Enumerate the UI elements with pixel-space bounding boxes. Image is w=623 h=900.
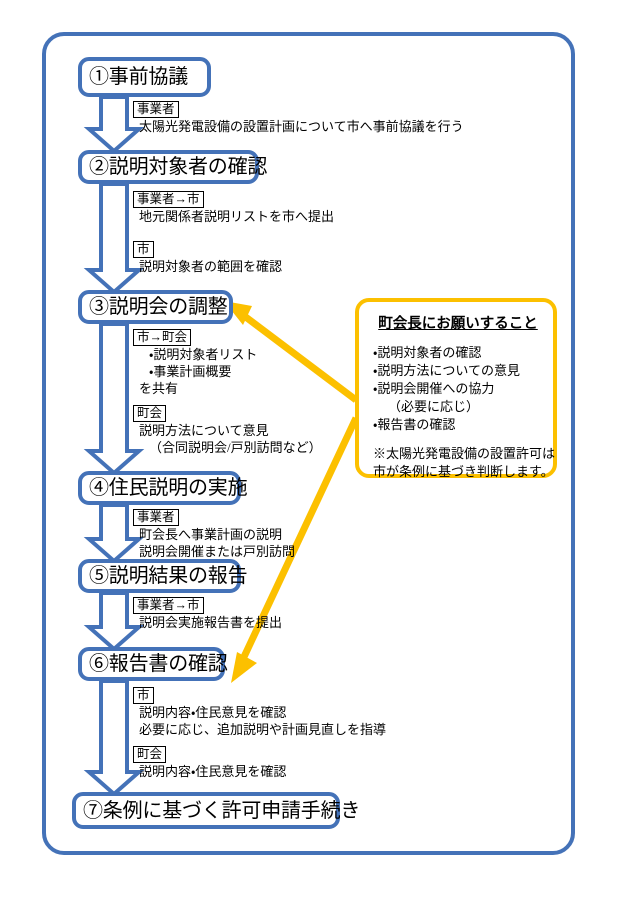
step-label-6: ⑥報告書の確認: [89, 653, 228, 675]
annotation-4-line-2: 説明会開催または戸別訪問: [139, 544, 296, 559]
step-box-1[interactable]: ①事前協議: [78, 57, 211, 97]
annotation-2a-actor: 事業者→市: [133, 191, 204, 208]
note-box-item-4: （必要に応じ）: [388, 399, 480, 414]
note-box-footer-line-1: ※太陽光発電設備の設置許可は: [373, 446, 556, 461]
annotation-3b-line-2: （合同説明会/戸別訪問など）: [149, 440, 322, 455]
note-box-chairman-requests: 町会長にお願いすること ・説明対象者の確認 ・説明方法についての意見 ・説明会開…: [355, 298, 557, 479]
annotation-6b-line-1: 説明内容・住民意見を確認: [139, 764, 287, 779]
annotation-1-actor: 事業者: [133, 101, 179, 118]
annotation-6b: 町会 説明内容・住民意見を確認: [133, 745, 286, 780]
step-label-7: ⑦条例に基づく許可申請手続き: [83, 799, 361, 822]
note-box-title: 町会長にお願いすること: [378, 316, 538, 332]
step-box-6[interactable]: ⑥報告書の確認: [78, 647, 228, 681]
annotation-1: 事業者 太陽光発電設備の設置計画について市へ事前協議を行う: [133, 100, 464, 135]
annotation-2a: 事業者→市 地元関係者説明リストを市へ提出: [133, 190, 334, 225]
annotation-5-line-1: 説明会実施報告書を提出: [139, 615, 283, 630]
step-label-4: ④住民説明の実施: [89, 477, 248, 499]
step-box-5[interactable]: ⑤説明結果の報告: [78, 559, 248, 593]
step-label-2: ②説明対象者の確認: [89, 156, 268, 178]
annotation-4: 事業者 町会長へ事業計画の説明 説明会開催または戸別訪問: [133, 508, 295, 560]
annotation-2b: 市 説明対象者の範囲を確認: [133, 240, 282, 275]
annotation-5-actor: 事業者→市: [133, 597, 204, 614]
annotation-4-line-1: 町会長へ事業計画の説明: [139, 527, 283, 542]
step-box-2[interactable]: ②説明対象者の確認: [78, 150, 267, 184]
annotation-3b-actor: 町会: [133, 405, 167, 422]
step-box-3[interactable]: ③説明会の調整: [78, 290, 233, 324]
outer-frame: [42, 32, 575, 855]
annotation-4-actor: 事業者: [133, 509, 179, 526]
step-box-4[interactable]: ④住民説明の実施: [78, 471, 248, 505]
note-box-item-2: ・説明方法についての意見: [373, 363, 521, 378]
annotation-3b-line-1: 説明方法について意見: [139, 423, 269, 438]
note-box-item-1: ・説明対象者の確認: [373, 345, 482, 360]
note-box-footer-line-2: 市が条例に基づき判断します。: [373, 464, 554, 479]
annotation-6a-line-1: 説明内容・住民意見を確認: [139, 705, 287, 720]
step-label-3: ③説明会の調整: [89, 296, 228, 318]
annotation-6a-line-2: 必要に応じ、追加説明や計画見直しを指導: [139, 722, 387, 737]
annotation-3a-line-2: ・事業計画概要: [149, 364, 232, 379]
annotation-6a: 市 説明内容・住民意見を確認 必要に応じ、追加説明や計画見直しを指導: [133, 686, 386, 738]
annotation-2b-actor: 市: [133, 241, 154, 258]
annotation-3a-line-3: を共有: [139, 381, 179, 396]
annotation-3a: 市→町会 ・説明対象者リスト ・事業計画概要 を共有: [133, 328, 257, 397]
step-box-7[interactable]: ⑦条例に基づく許可申請手続き: [72, 792, 360, 829]
annotation-6a-actor: 市: [133, 687, 154, 704]
step-label-5: ⑤説明結果の報告: [89, 565, 248, 587]
annotation-5: 事業者→市 説明会実施報告書を提出: [133, 596, 282, 631]
annotation-3b: 町会 説明方法について意見 （合同説明会/戸別訪問など）: [133, 404, 322, 456]
note-box-item-3: ・説明会開催への協力: [373, 381, 495, 396]
note-box-item-5: ・報告書の確認: [373, 417, 456, 432]
annotation-2b-line-1: 説明対象者の範囲を確認: [139, 259, 283, 274]
step-label-1: ①事前協議: [89, 66, 188, 88]
annotation-3a-line-1: ・説明対象者リスト: [149, 347, 258, 362]
annotation-2a-line-1: 地元関係者説明リストを市へ提出: [139, 209, 335, 224]
annotation-3a-actor: 市→町会: [133, 329, 192, 346]
annotation-6b-actor: 町会: [133, 746, 167, 763]
annotation-1-line-1: 太陽光発電設備の設置計画について市へ事前協議を行う: [139, 119, 464, 134]
